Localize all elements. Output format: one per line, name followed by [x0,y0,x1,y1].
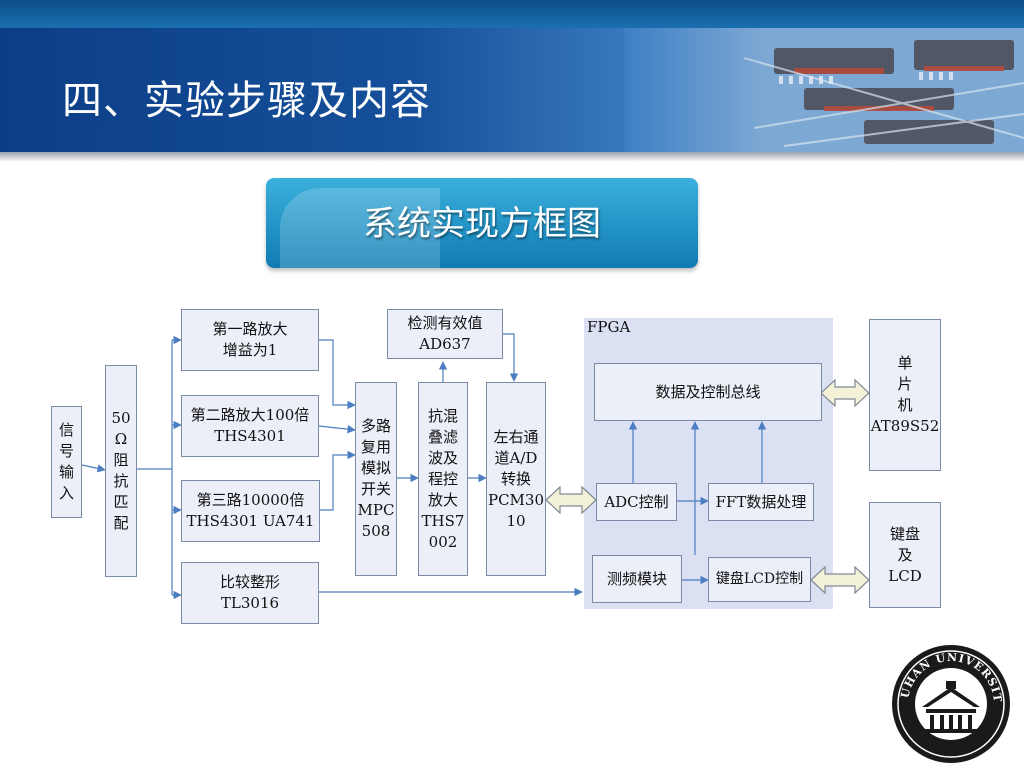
arrow-input-impedance [81,464,106,473]
arrow-amp3-mux [320,450,356,511]
filter-block: 抗混 叠滤 波及 程控 放大 THS7 002 [418,382,468,576]
amp1-block: 第一路放大 增益为1 [181,309,319,371]
adc-control-block: ADC控制 [596,483,677,521]
arrow-detector-adc [503,333,519,382]
fft-block: FFT数据处理 [708,483,814,521]
control-bus-block: 数据及控制总线 [594,363,822,421]
mux-block: 多路 复用 模拟 开关 MPC 508 [355,382,397,576]
amp3-block: 第三路10000倍 THS4301 UA741 [181,480,320,542]
fpga-label: FPGA [587,318,631,336]
adc-conversion-block: 左右通 道A/D 转换 PCM30 10 [486,382,546,576]
header-banner: 四、实验步骤及内容 [0,28,1024,152]
banner-divider [0,152,1024,162]
circuit-board-image [624,28,1024,152]
detector-block: 检测有效值 AD637 [387,309,503,359]
comparator-block: 比较整形 TL3016 [181,562,319,624]
top-strip [0,0,1024,28]
amp2-block: 第二路放大100倍 THS4301 [181,395,319,457]
impedance-match-block: 50 Ω 阻 抗 匹 配 [105,365,137,577]
signal-input-block: 信 号 输 入 [51,406,82,518]
page-title: 四、实验步骤及内容 [62,78,431,124]
mcu-block: 单 片 机 AT89S52 [869,319,941,471]
keyboard-lcd-block: 键盘 及 LCD [869,502,941,608]
university-logo: WUHAN UNIVERSITY [890,643,1010,763]
subtitle: 系统实现方框图 [363,204,601,244]
freq-measure-block: 测频模块 [592,555,682,603]
arrow-amp1-mux [319,339,356,410]
arrow-amp2-mux [318,424,356,434]
subtitle-box: 系统实现方框图 [266,178,698,268]
keyboard-lcd-control-block: 键盘LCD控制 [708,557,811,602]
subtitle-sheen [280,188,440,268]
